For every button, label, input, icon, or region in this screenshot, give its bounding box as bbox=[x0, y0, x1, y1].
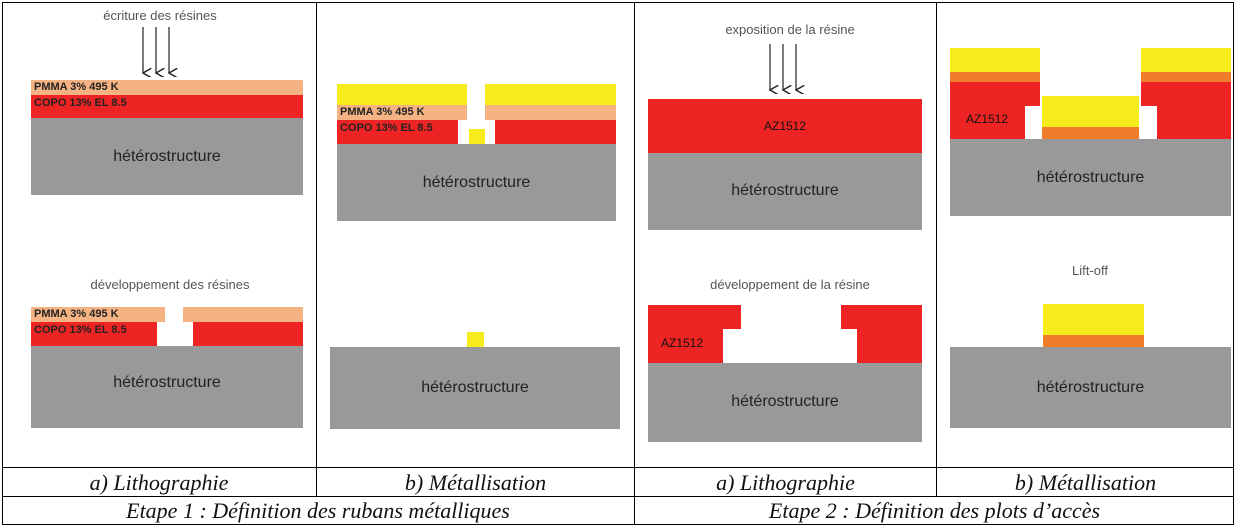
arrows-icon bbox=[762, 44, 807, 94]
pmma-label: PMMA 3% 495 K bbox=[34, 308, 119, 320]
substrate-label: hétérostructure bbox=[1036, 379, 1145, 396]
substrate bbox=[950, 347, 1231, 428]
divider bbox=[936, 2, 937, 497]
copo-layer-left bbox=[31, 322, 157, 346]
pmma-layer-left bbox=[337, 105, 467, 120]
metal-pad-bottom bbox=[1042, 127, 1139, 139]
step2-caption: Etape 2 : Définition des plots d’accès bbox=[768, 498, 1101, 523]
pmma-layer-right bbox=[183, 307, 303, 322]
az-label: AZ1512 bbox=[763, 119, 807, 133]
divider bbox=[316, 2, 317, 497]
copo-layer bbox=[31, 95, 303, 118]
subtitle-step1-metallization: b) Métallisation bbox=[404, 470, 547, 495]
metal-bottom-right bbox=[1141, 72, 1231, 82]
pmma-label: PMMA 3% 495 K bbox=[340, 106, 425, 118]
az-layer-right-lower bbox=[1157, 106, 1231, 139]
substrate bbox=[337, 144, 616, 221]
copo-layer-left bbox=[337, 120, 458, 144]
substrate-label: hétérostructure bbox=[113, 374, 221, 391]
subtitle-step2-metallization: b) Métallisation bbox=[1014, 470, 1157, 495]
metal-strip bbox=[467, 332, 484, 347]
substrate-label: hétérostructure bbox=[731, 393, 839, 410]
metal-bottom-left bbox=[950, 72, 1040, 82]
divider bbox=[634, 2, 635, 525]
metal-top-right bbox=[1141, 48, 1231, 72]
copo-layer-right bbox=[193, 322, 303, 346]
arrows-icon bbox=[135, 27, 180, 77]
az-layer-right-top bbox=[841, 305, 922, 329]
metal-strip bbox=[469, 129, 485, 144]
metal-top-left bbox=[950, 48, 1040, 72]
caption-write: écriture des résines bbox=[103, 8, 217, 23]
az-layer-left-top bbox=[648, 305, 741, 329]
step1-caption: Etape 1 : Définition des rubans métalliq… bbox=[126, 498, 510, 523]
divider bbox=[2, 496, 1234, 497]
metal-pad-top bbox=[1042, 96, 1139, 127]
substrate bbox=[31, 118, 303, 195]
caption-develop: développement de la résine bbox=[710, 277, 870, 292]
pmma-label: PMMA 3% 495 K bbox=[34, 81, 119, 93]
pmma-layer-right bbox=[485, 105, 616, 120]
substrate-label: hétérostructure bbox=[422, 174, 531, 191]
substrate bbox=[648, 363, 922, 442]
substrate-label: hétérostructure bbox=[421, 379, 529, 396]
copo-label: COPO 13% EL 8.5 bbox=[34, 97, 127, 109]
pmma-layer-left bbox=[31, 307, 165, 322]
caption-expose: exposition de la résine bbox=[725, 22, 855, 37]
az-layer bbox=[648, 99, 922, 153]
metal-layer-left bbox=[337, 84, 467, 105]
substrate-label: hétérostructure bbox=[113, 148, 221, 165]
substrate bbox=[31, 346, 303, 428]
pmma-layer bbox=[31, 80, 303, 95]
substrate bbox=[950, 139, 1231, 216]
az-label: AZ1512 bbox=[966, 112, 1009, 126]
az-layer-left-lower bbox=[950, 106, 1025, 139]
az-layer-left bbox=[950, 82, 1040, 106]
metal-pad-bottom bbox=[1043, 335, 1144, 347]
subtitle-step1-lithography: a) Lithographie bbox=[89, 470, 229, 495]
caption-develop: développement des résines bbox=[90, 277, 250, 292]
copo-label: COPO 13% EL 8.5 bbox=[340, 122, 433, 134]
metal-pad-top bbox=[1043, 304, 1144, 335]
substrate-label: hétérostructure bbox=[1036, 169, 1145, 186]
substrate bbox=[330, 347, 620, 429]
metal-layer-right bbox=[485, 84, 616, 105]
substrate bbox=[648, 153, 922, 230]
divider bbox=[2, 467, 1234, 468]
az-label: AZ1512 bbox=[661, 336, 704, 350]
az-layer-right-bottom bbox=[857, 329, 922, 363]
subtitle-step2-lithography: a) Lithographie bbox=[716, 470, 855, 495]
az-layer-right bbox=[1141, 82, 1231, 106]
copo-label: COPO 13% EL 8.5 bbox=[34, 324, 127, 336]
copo-layer-right bbox=[495, 120, 616, 144]
caption-liftoff: Lift-off bbox=[1072, 263, 1108, 278]
substrate-label: hétérostructure bbox=[731, 182, 839, 199]
az-layer-left-bottom bbox=[648, 329, 723, 363]
